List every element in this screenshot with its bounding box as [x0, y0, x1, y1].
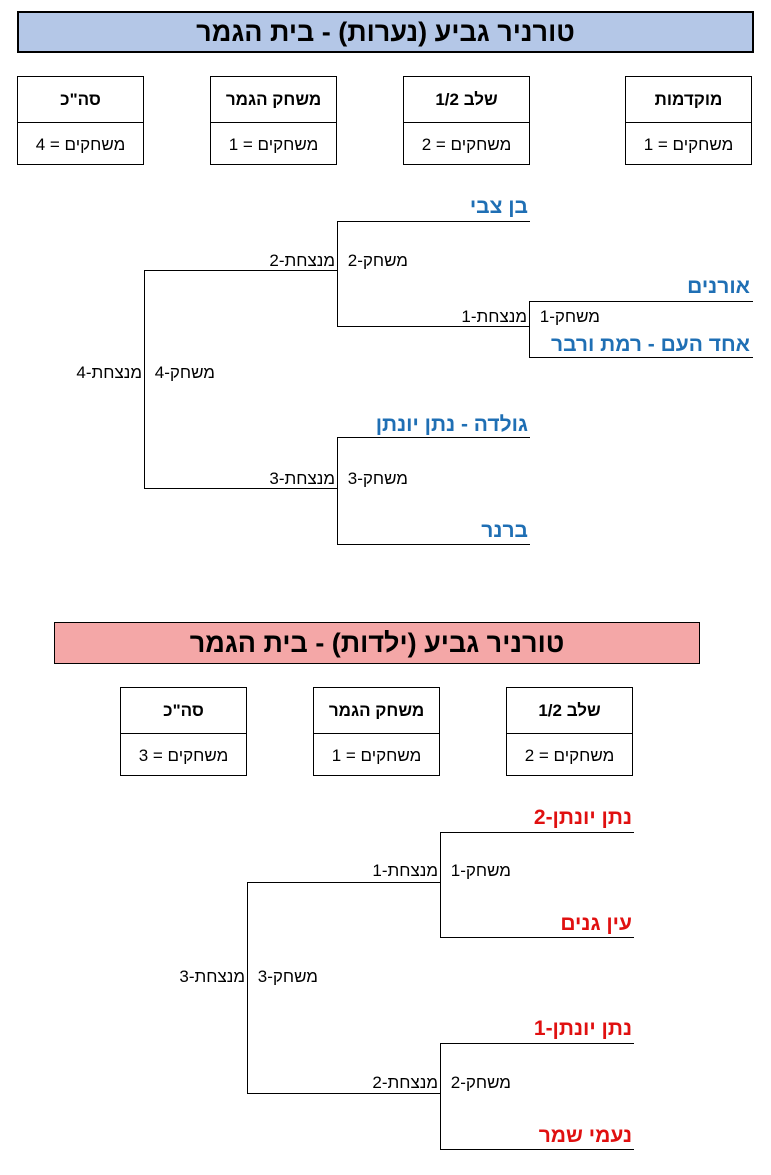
- kids-stat-semis: שלב 1/2 משחקים = 2: [506, 687, 633, 776]
- stat-header: משחק הגמר: [211, 77, 336, 123]
- kids-team-ein-ganim: עין גנים: [560, 912, 632, 935]
- teens-winner-2: מנצחת-2: [269, 251, 335, 270]
- stat-value: משחקים = 1: [331, 745, 422, 765]
- bracket-line: [440, 1043, 634, 1044]
- kids-stat-total: סה"כ משחקים = 3: [120, 687, 247, 776]
- kids-title-banner: טורניר גביע (ילדות) - בית הגמר: [54, 622, 700, 664]
- stat-value: משחקים = 4: [35, 134, 126, 154]
- bracket-line: [337, 437, 338, 545]
- kids-winner-3: מנצחת-3: [179, 967, 245, 986]
- kids-team-natan-yonatan-1: נתן יונתן-1: [533, 1017, 632, 1040]
- kids-winner-2: מנצחת-2: [372, 1073, 438, 1092]
- bracket-line: [337, 544, 530, 545]
- teens-game-1: משחק-1: [539, 307, 600, 326]
- bracket-line: [247, 1093, 441, 1094]
- teens-team-ahad-haam: אחד העם - רמת ורבר: [550, 333, 750, 356]
- teens-winner-4: מנצחת-4: [76, 363, 142, 382]
- bracket-line: [144, 270, 145, 489]
- kids-team-natan-yonatan-2: נתן יונתן-2: [533, 806, 632, 829]
- stat-value: משחקים = 1: [228, 134, 319, 154]
- stat-header: משחק הגמר: [314, 688, 439, 734]
- teens-winner-3: מנצחת-3: [269, 469, 335, 488]
- bracket-line: [529, 301, 530, 358]
- bracket-line: [337, 326, 530, 327]
- bracket-line: [247, 882, 248, 1094]
- kids-winner-1: מנצחת-1: [372, 861, 438, 880]
- kids-team-naomi-shemer: נעמי שמר: [538, 1124, 632, 1147]
- bracket-line: [247, 882, 441, 883]
- teens-stat-semis: שלב 1/2 משחקים = 2: [403, 76, 530, 165]
- bracket-line: [529, 301, 753, 302]
- bracket-line: [144, 270, 338, 271]
- teens-stat-prelims: מוקדמות משחקים = 1: [625, 76, 752, 165]
- stat-header: שלב 1/2: [507, 688, 632, 734]
- teens-stat-total: סה"כ משחקים = 4: [17, 76, 144, 165]
- bracket-line: [440, 1149, 634, 1150]
- kids-game-1: משחק-1: [450, 861, 511, 880]
- bracket-line: [440, 832, 634, 833]
- teens-title: טורניר גביע (נערות) - בית הגמר: [196, 16, 575, 47]
- stat-header: מוקדמות: [626, 77, 751, 123]
- kids-game-3: משחק-3: [257, 967, 318, 986]
- stat-header: שלב 1/2: [404, 77, 529, 123]
- kids-game-2: משחק-2: [450, 1073, 511, 1092]
- teens-team-brenner: ברנר: [481, 519, 528, 542]
- teens-title-banner: טורניר גביע (נערות) - בית הגמר: [17, 11, 754, 53]
- bracket-line: [440, 937, 634, 938]
- stat-value: משחקים = 3: [138, 745, 229, 765]
- bracket-line: [529, 357, 753, 358]
- stat-header: סה"כ: [18, 77, 143, 123]
- stat-value: משחקים = 1: [643, 134, 734, 154]
- stat-value: משחקים = 2: [421, 134, 512, 154]
- teens-winner-1: מנצחת-1: [461, 307, 527, 326]
- teens-team-ben-zvi: בן צבי: [469, 195, 528, 218]
- bracket-line: [337, 437, 530, 438]
- stat-value: משחקים = 2: [524, 745, 615, 765]
- bracket-line: [440, 1043, 441, 1150]
- kids-stat-final: משחק הגמר משחקים = 1: [313, 687, 440, 776]
- teens-game-4: משחק-4: [154, 363, 215, 382]
- teens-team-oranim: אורנים: [687, 275, 750, 298]
- bracket-line: [440, 832, 441, 938]
- teens-game-2: משחק-2: [347, 251, 408, 270]
- bracket-line: [144, 488, 338, 489]
- teens-stat-final: משחק הגמר משחקים = 1: [210, 76, 337, 165]
- kids-title: טורניר גביע (ילדות) - בית הגמר: [189, 627, 565, 658]
- stat-header: סה"כ: [121, 688, 246, 734]
- bracket-line: [337, 221, 338, 327]
- bracket-line: [337, 221, 530, 222]
- teens-team-golda: גולדה - נתן יונתן: [375, 413, 528, 436]
- teens-game-3: משחק-3: [347, 469, 408, 488]
